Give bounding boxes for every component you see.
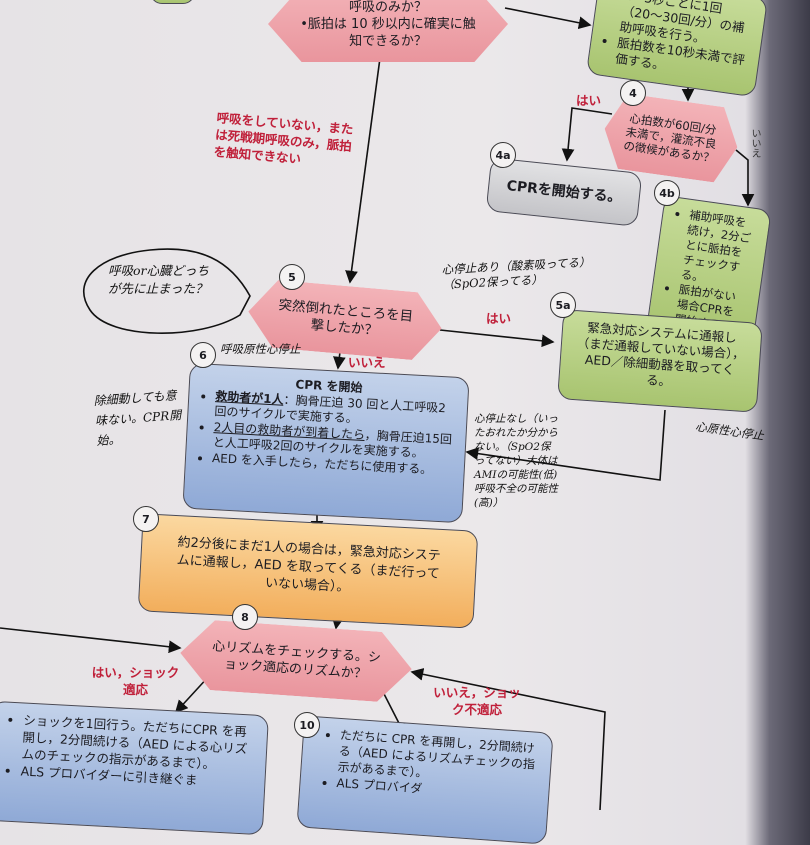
no-shock-label: いいえ，ショック不適応 — [433, 685, 521, 717]
decision-text: 心リズムをチェックする。ショック適応のリズムか？ — [211, 639, 382, 682]
step-number: 8 — [232, 604, 258, 630]
handwritten-bubble-note: 呼吸or心臓どっちが先に止まった？ — [108, 263, 210, 296]
step-number: 5 — [279, 264, 305, 290]
box-text: CPRを開始する。 — [505, 178, 623, 206]
handwritten-no-note: 心停止なし（いったおれたか分からない。（SpO2保ってない）大体はAMIの可能性… — [474, 413, 558, 509]
yes-shock-label: はい，ショック適応 — [91, 665, 180, 697]
box-text: 約2分後にまだ1人の場合は，緊急対応システムに通報し，AED を取ってくる（まだ… — [176, 535, 442, 596]
decision-line: •脈拍は 10 秒以内に確実に触知できるか？ — [300, 16, 476, 49]
decision-line: 呼吸のみか？ — [348, 0, 427, 15]
list-item: 補助呼吸を続け，2分ごとに脈拍をチェックする。 — [680, 208, 758, 292]
decision-text: 突然倒れたところを目撃したか？ — [277, 297, 414, 339]
no-label: いいえ — [348, 355, 386, 370]
step-number: 4 — [620, 80, 646, 106]
handwritten-respiratory-note: 呼吸原性心停止 — [220, 342, 301, 356]
box-text: 緊急対応システムに通報し（まだ通報していない場合），AED／除細動器を取ってくる… — [576, 319, 746, 389]
activate-emergency-box: 緊急対応システムに通報し（まだ通報していない場合），AED／除細動器を取ってくる… — [557, 309, 763, 413]
call-emergency-box: 約2分後にまだ1人の場合は，緊急対応システムに通報し，AED を取ってくる（まだ… — [137, 513, 479, 629]
yes-label: はい — [486, 311, 512, 326]
step-number: 10 — [294, 712, 320, 738]
cpr-start-box: CPR を開始 救助者が1人：胸骨圧迫 30 回と人工呼吸2回のサイクルで実施す… — [182, 362, 470, 524]
decision-text: 心拍数が60回/分未満で，灌流不良の徴候があるか？ — [622, 111, 718, 166]
decision-breathing-pulse: 呼吸のみか？ •脈拍は 10 秒以内に確実に触知できるか？ — [268, 0, 508, 62]
resume-cpr-box: ただちに CPR を再開し，2分間続ける（AED によるリズムチェックの指示があ… — [296, 715, 554, 845]
step-number: 5a — [550, 292, 576, 318]
step-number: 4a — [490, 142, 516, 168]
no-label: いいえ — [749, 128, 760, 158]
handwritten-left-note: 除細動しても意味ない。CPR開始。 — [93, 388, 182, 449]
yes-label: はい — [576, 93, 602, 108]
shock-box: ショックを1回行う。ただちにCPR を再開し，2分間続ける（AED による心リズ… — [0, 700, 269, 836]
step-number: 4b — [654, 180, 680, 206]
emphasis: 救助者が1人 — [214, 388, 284, 407]
step-number: 7 — [133, 506, 159, 532]
step-number: 6 — [190, 342, 216, 368]
